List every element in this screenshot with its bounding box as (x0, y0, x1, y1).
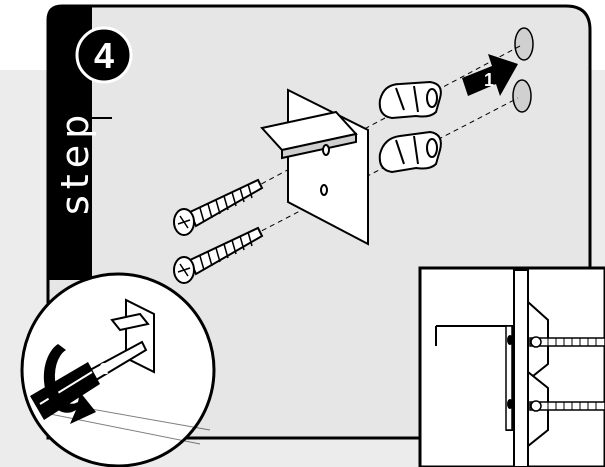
step-word: step (53, 109, 97, 215)
screw-section-bottom (530, 401, 605, 411)
step-number: 4 (94, 35, 114, 76)
detail-screwdriver: 2 (22, 274, 214, 466)
drill-hole-bottom (513, 80, 531, 112)
callout-2: 2 (100, 361, 109, 378)
wall-anchor-top (380, 82, 441, 118)
drill-hole-top (515, 28, 533, 60)
callout-1: 1 (484, 70, 494, 90)
mini-bracket (126, 300, 154, 372)
screw-section-top (530, 337, 605, 347)
detail-wall-section (420, 268, 605, 467)
wall-board (514, 270, 528, 467)
